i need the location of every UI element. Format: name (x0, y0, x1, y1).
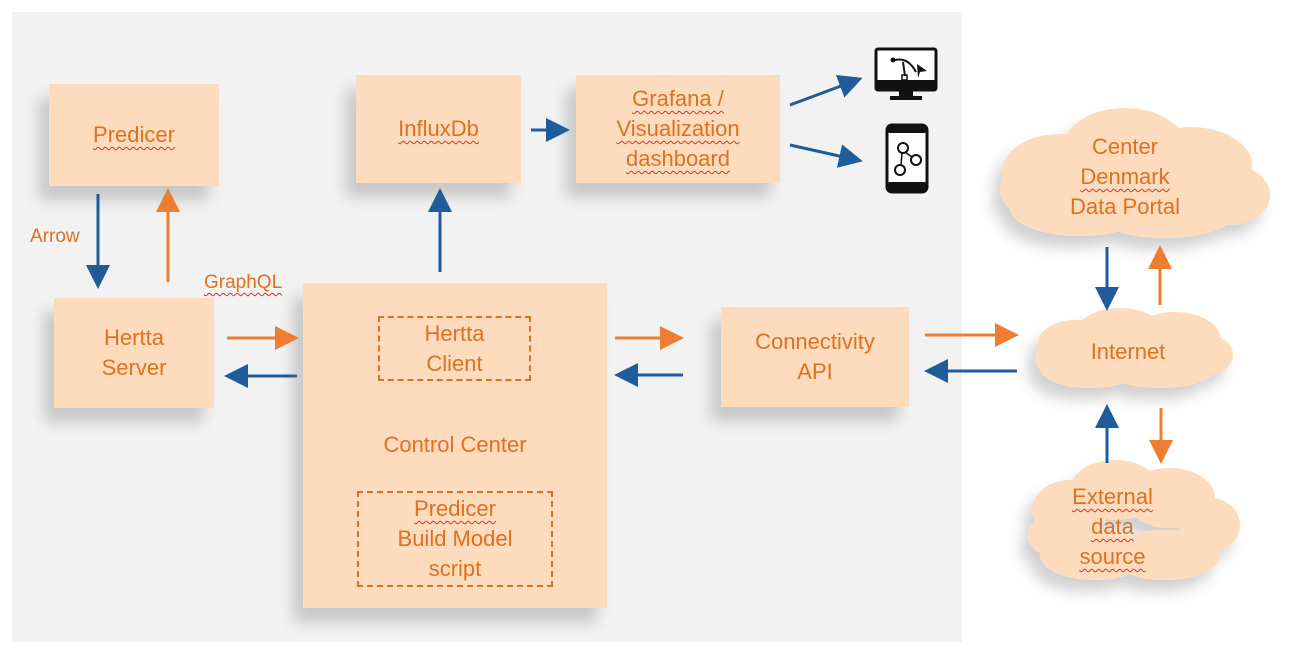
influxdb-node: InfluxDb (356, 75, 521, 183)
external-source-cloud (1028, 460, 1240, 580)
grafana-label-1: Grafana / (632, 86, 724, 111)
arrow-edge-label: Arrow (30, 226, 80, 247)
hertta-server-label-1: Hertta (104, 325, 164, 350)
monitor-icon (874, 47, 938, 100)
build-model-script-node: Predicer Build Model script (357, 491, 553, 587)
connectivity-api-label-2: API (797, 359, 833, 384)
hertta-client-label-1: Hertta (424, 320, 485, 346)
external-source-label-1: External (1072, 484, 1153, 509)
center-denmark-cloud (1000, 108, 1270, 238)
external-source-label: External data source (1055, 482, 1170, 572)
connectivity-api-node: Connectivity API (721, 307, 909, 407)
external-source-label-3: source (1079, 544, 1146, 569)
external-source-label-2: data (1091, 514, 1134, 539)
hertta-client-label-2: Client (426, 350, 483, 376)
arrow-grafana-to-monitor (789, 75, 863, 107)
connectivity-api-label-1: Connectivity (755, 329, 875, 354)
predicer-node: Predicer (49, 84, 219, 186)
graphql-edge-label: GraphQL (204, 272, 283, 293)
control-center-node (303, 283, 607, 608)
center-denmark-label-1: Center (1091, 134, 1159, 159)
center-denmark-label-2: Denmark (1080, 164, 1170, 189)
control-center-label: Control Center (383, 432, 527, 457)
influxdb-label: InfluxDb (398, 116, 479, 141)
hertta-client-node: Hertta Client (378, 316, 531, 381)
smartphone-icon (885, 123, 929, 194)
internet-cloud (1035, 308, 1233, 388)
center-denmark-label: Center Denmark Data Portal (1040, 132, 1210, 222)
center-denmark-label-3: Data Portal (1069, 194, 1181, 219)
build-model-label-2: Build Model (397, 526, 513, 551)
hertta-server-node: Hertta Server (54, 298, 214, 408)
build-model-label-1: Predicer (414, 496, 496, 521)
arrow-grafana-to-phone (789, 143, 863, 168)
internet-label: Internet (1090, 339, 1166, 364)
predicer-label: Predicer (93, 122, 175, 147)
grafana-label-3: dashboard (626, 146, 730, 171)
hertta-server-label-2: Server (101, 355, 167, 380)
grafana-node: Grafana / Visualization dashboard (576, 75, 780, 183)
grafana-label-2: Visualization (616, 116, 740, 141)
build-model-label-3: script (428, 556, 482, 581)
